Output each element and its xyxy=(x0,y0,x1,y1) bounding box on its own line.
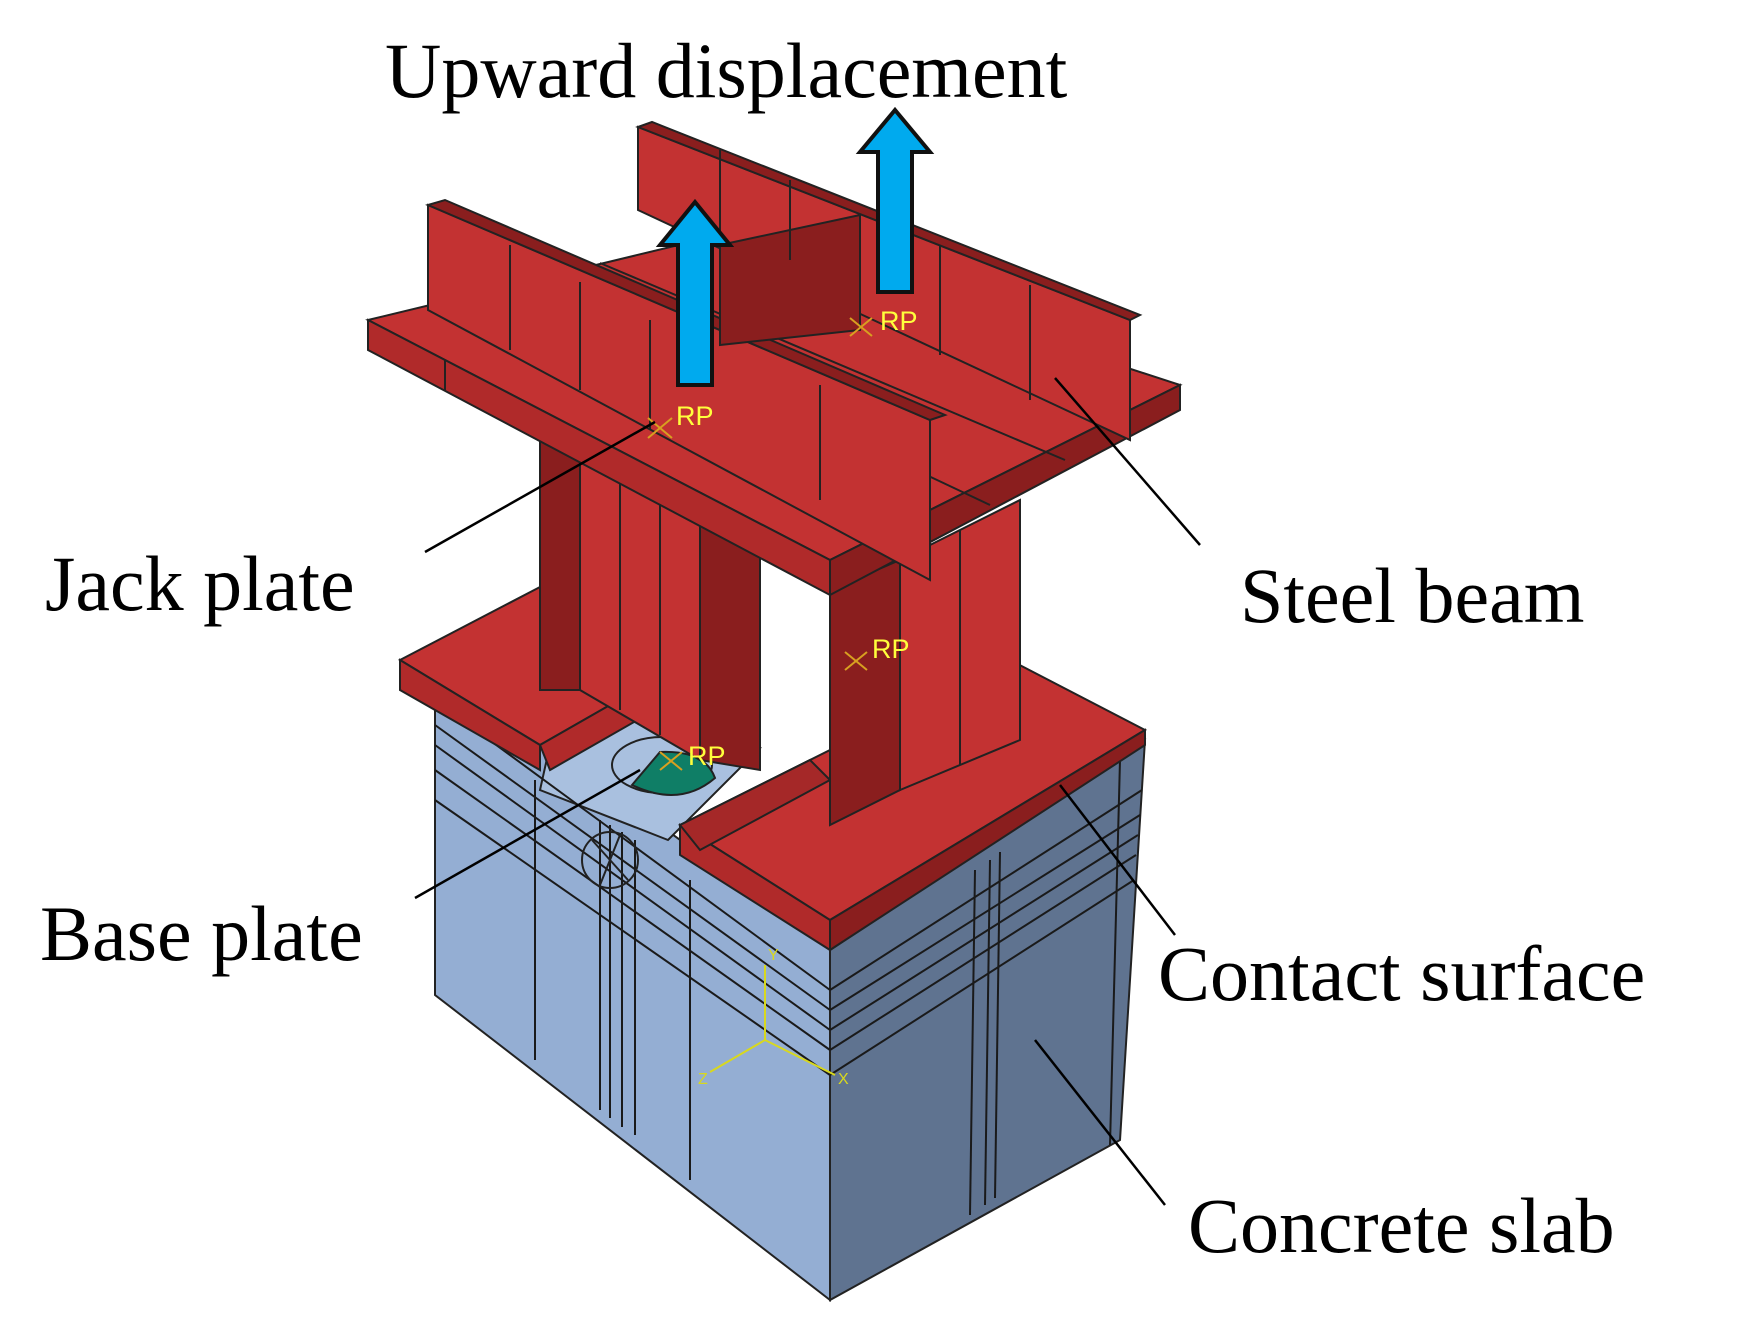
arrow-up-icon xyxy=(855,106,935,294)
base-plate-face xyxy=(630,750,717,796)
axis-x-label: X xyxy=(838,1071,849,1088)
rp-marker-top-right: RP xyxy=(849,306,918,337)
leader-concrete-slab xyxy=(1034,1039,1166,1206)
reference-points: RP RP RP RP xyxy=(647,306,918,771)
rp-marker-top-left: RP xyxy=(647,401,714,439)
leader-contact-surface xyxy=(1059,784,1176,936)
label-steel-beam: Steel beam xyxy=(1240,552,1584,639)
bottom-flange-left-front xyxy=(399,658,541,772)
right-column-face xyxy=(829,558,901,827)
bolt-symbol xyxy=(581,831,639,889)
rp-label: RP xyxy=(688,741,726,771)
upward-displacement-arrows xyxy=(655,106,935,387)
leader-lines xyxy=(414,377,1201,1206)
leader-base-plate xyxy=(414,768,641,900)
cross-web xyxy=(719,213,861,347)
rp-label: RP xyxy=(872,634,910,664)
label-concrete-slab: Concrete slab xyxy=(1188,1182,1615,1269)
arrow-up-icon xyxy=(655,198,735,387)
diagram-title: Upward displacement xyxy=(385,27,1068,114)
label-base-plate: Base plate xyxy=(40,890,363,977)
axis-y-label: Y xyxy=(768,947,779,964)
rp-label: RP xyxy=(880,306,918,336)
axis-z-label: Z xyxy=(698,1071,708,1088)
label-jack-plate: Jack plate xyxy=(45,540,355,627)
rp-marker-base: RP xyxy=(659,741,726,771)
axis-triad: Y X Z xyxy=(698,947,849,1088)
leader-jack-plate xyxy=(424,420,656,554)
bottom-flange-side xyxy=(829,728,1146,952)
rp-marker-column: RP xyxy=(844,634,910,671)
label-contact-surface: Contact surface xyxy=(1158,930,1645,1017)
base-plate xyxy=(611,736,717,796)
rp-label: RP xyxy=(676,401,714,431)
leader-steel-beam xyxy=(1054,377,1201,546)
